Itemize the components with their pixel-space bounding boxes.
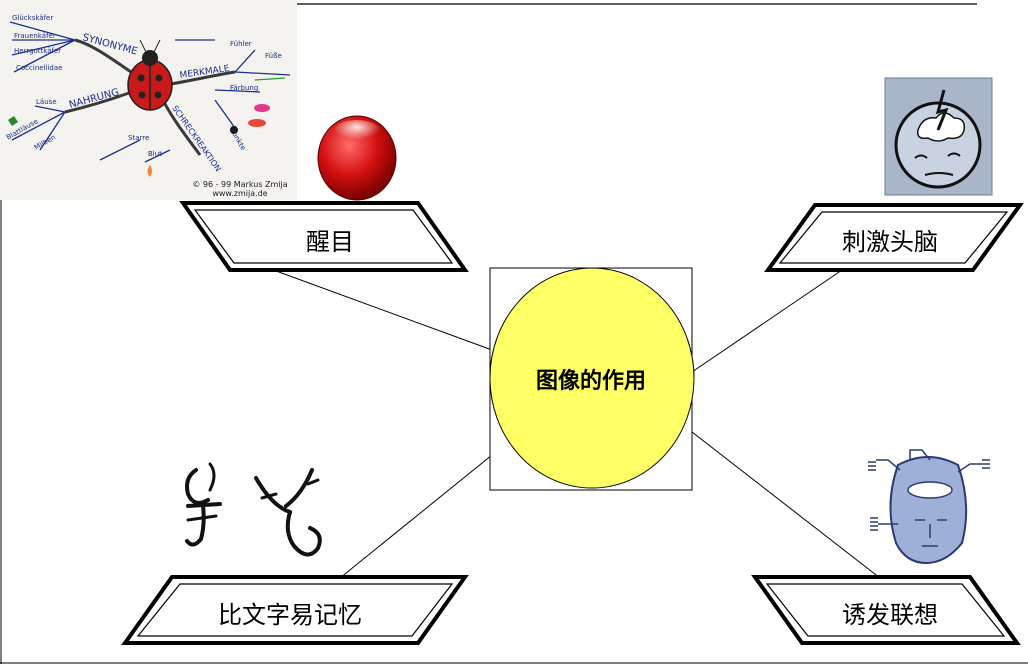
red-button-icon	[317, 115, 397, 201]
mm-word: Fühler	[230, 40, 252, 48]
ancient-glyphs-image	[185, 462, 322, 557]
center-label: 图像的作用	[535, 369, 646, 394]
node-label-easier-memory: 比文字易记忆	[218, 601, 362, 629]
node-label-eye-catching: 醒目	[306, 228, 354, 256]
credit-line-1: © 96 - 99 Markus Zmija	[192, 180, 288, 189]
center-ellipse	[489, 267, 695, 489]
mm-word: Füße	[265, 52, 282, 60]
node-box-stimulate-brain	[764, 203, 1024, 272]
ladybug-mindmap-image	[0, 0, 297, 200]
mm-word: Herrgottkäfer	[14, 47, 61, 55]
connector-easier-memory	[339, 454, 493, 579]
mm-word: Coccinellidae	[16, 64, 62, 72]
head-network-icon	[868, 449, 990, 565]
node-box-eye-catching	[179, 201, 469, 272]
mm-word: Frauenkäfer	[14, 32, 56, 40]
mm-word: Starre	[128, 134, 149, 142]
connector-stimulate-brain	[691, 267, 846, 373]
mm-word: Färbung	[230, 84, 258, 92]
node-box-association	[751, 575, 1021, 645]
node-label-association: 诱发联想	[842, 601, 938, 629]
node-label-stimulate-brain: 刺激头脑	[842, 228, 938, 256]
mm-word: Glückskäfer	[12, 14, 53, 22]
connector-eye-catching	[267, 267, 493, 351]
connector-lines	[267, 267, 881, 579]
thinking-face-icon	[884, 77, 993, 196]
mm-word: Läuse	[36, 98, 57, 106]
credit-line-2: www.zmija.de	[212, 189, 268, 198]
mm-word: Blut	[148, 150, 162, 158]
mindmap-credit: © 96 - 99 Markus Zmija www.zmija.de	[182, 180, 298, 198]
connector-association	[691, 431, 881, 579]
node-box-easier-memory	[121, 575, 469, 645]
